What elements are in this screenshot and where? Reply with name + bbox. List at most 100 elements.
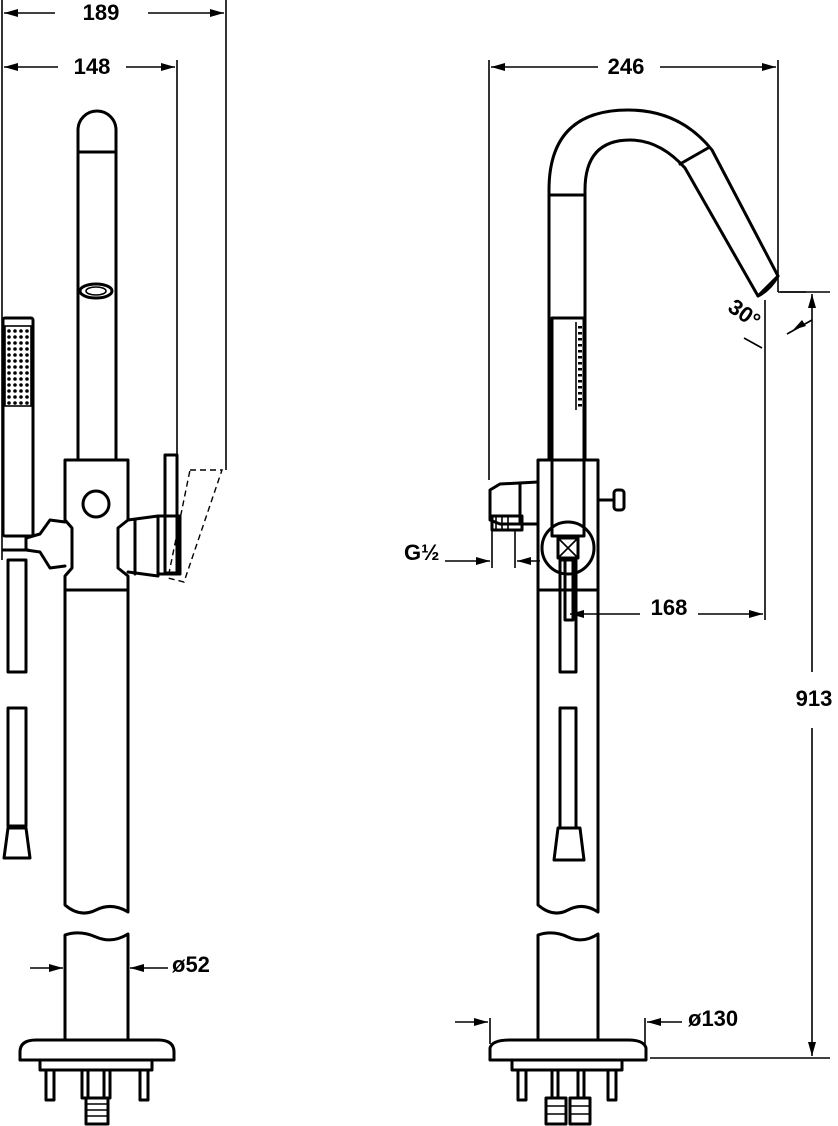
dim-g12-label: G½	[404, 540, 439, 565]
dim-168-label: 168	[651, 595, 688, 620]
nozzle-tick	[578, 344, 582, 347]
hose-left	[2, 558, 32, 860]
nozzle-dot	[13, 329, 17, 333]
nozzle-dot	[7, 341, 11, 345]
hand-shower-side	[550, 316, 586, 538]
nozzle-dot	[13, 359, 17, 363]
nozzle-dot	[25, 365, 29, 369]
nozzle-dot	[19, 359, 23, 363]
dim-130-label: ø130	[688, 1006, 738, 1031]
nozzle-dot	[13, 335, 17, 339]
dim-diameter-52: ø52	[30, 952, 210, 977]
nozzle-dot	[19, 401, 23, 405]
nozzle-dot	[25, 401, 29, 405]
nozzle-tick	[578, 356, 582, 359]
dim-inlet: G½	[404, 530, 540, 568]
nozzle-dot	[13, 341, 17, 345]
nozzle-tick	[578, 362, 582, 365]
nozzle-dot	[13, 365, 17, 369]
nozzle-dot	[19, 329, 23, 333]
nozzle-dot	[13, 353, 17, 357]
nozzle-dot	[19, 371, 23, 375]
nozzle-tick	[578, 326, 582, 329]
pipe-front	[63, 588, 130, 1040]
nozzle-dot	[25, 341, 29, 345]
nozzle-tick	[578, 368, 582, 371]
nozzle-dot	[19, 347, 23, 351]
nozzle-dot	[7, 335, 11, 339]
nozzle-dot	[19, 335, 23, 339]
nozzle-dot	[7, 389, 11, 393]
shower-nozzles-side	[578, 326, 582, 407]
nozzle-dot	[25, 359, 29, 363]
nozzle-dot	[25, 377, 29, 381]
nozzle-dot	[25, 371, 29, 375]
spout-side	[547, 108, 780, 462]
nozzle-dot	[25, 389, 29, 393]
nozzle-dot	[25, 383, 29, 387]
nozzle-dot	[13, 389, 17, 393]
dim-168: 168	[570, 350, 766, 620]
nozzle-dot	[7, 377, 11, 381]
nozzle-dot	[13, 401, 17, 405]
dim-148: 148	[4, 54, 178, 458]
nozzle-dot	[13, 377, 17, 381]
dim-30-label: 30°	[724, 294, 766, 334]
nozzle-tick	[578, 332, 582, 335]
nozzle-tick	[578, 386, 582, 389]
nozzle-dot	[7, 347, 11, 351]
dim-189-label: 189	[83, 0, 120, 25]
nozzle-dot	[7, 401, 11, 405]
nozzle-tick	[578, 404, 582, 407]
nozzle-dot	[13, 383, 17, 387]
nozzle-dot	[25, 347, 29, 351]
mixer-body-side	[488, 458, 626, 622]
nozzle-dot	[25, 353, 29, 357]
nozzle-dot	[19, 353, 23, 357]
dim-189: 189	[1, 0, 227, 560]
nozzle-dot	[25, 335, 29, 339]
nozzle-dot	[7, 371, 11, 375]
nozzle-dot	[13, 347, 17, 351]
nozzle-dot	[19, 377, 23, 381]
spout-front	[76, 109, 118, 462]
nozzle-dot	[13, 395, 17, 399]
dim-246: 246	[488, 54, 779, 480]
nozzle-dot	[25, 395, 29, 399]
nozzle-tick	[578, 392, 582, 395]
nozzle-dot	[25, 329, 29, 333]
dim-913-label: 913	[796, 686, 833, 711]
nozzle-dot	[7, 383, 11, 387]
dim-angle-30: 30°	[724, 291, 813, 350]
left-view: 189 148	[1, 0, 227, 1126]
nozzle-dot	[19, 389, 23, 393]
base-side	[488, 1038, 648, 1126]
hand-shower	[1, 316, 35, 538]
dim-913: 913	[650, 291, 833, 1059]
nozzle-dot	[7, 395, 11, 399]
nozzle-tick	[578, 398, 582, 401]
dim-148-label: 148	[74, 54, 111, 79]
mixer-body-front	[1, 453, 223, 592]
dim-diameter-130: ø130	[455, 1006, 738, 1044]
shower-nozzles	[7, 329, 29, 405]
pipe-side	[536, 588, 600, 1040]
nozzle-dot	[7, 329, 11, 333]
dim-246-label: 246	[608, 54, 645, 79]
hose-side	[552, 558, 586, 862]
nozzle-dot	[13, 371, 17, 375]
nozzle-tick	[578, 350, 582, 353]
nozzle-dot	[19, 365, 23, 369]
nozzle-dot	[7, 365, 11, 369]
base-front	[18, 1038, 176, 1126]
nozzle-dot	[19, 383, 23, 387]
right-view: 246 30°	[404, 54, 833, 1126]
dim-52-label: ø52	[172, 952, 210, 977]
nozzle-tick	[578, 338, 582, 341]
nozzle-dot	[7, 353, 11, 357]
nozzle-dot	[19, 395, 23, 399]
nozzle-tick	[578, 374, 582, 377]
nozzle-dot	[19, 341, 23, 345]
nozzle-tick	[578, 380, 582, 383]
